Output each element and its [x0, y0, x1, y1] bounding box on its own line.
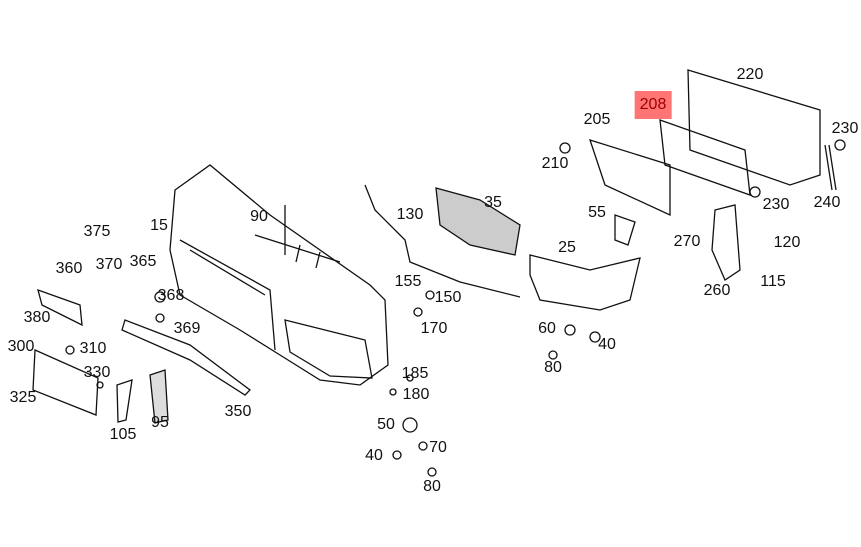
bracket-350	[121, 319, 251, 396]
part-label[interactable]: 150	[434, 289, 462, 306]
part-label[interactable]: 80	[423, 478, 441, 495]
trim-105	[116, 379, 133, 423]
part-label[interactable]: 368	[157, 287, 185, 304]
part-label-highlighted[interactable]: 208	[634, 91, 672, 119]
plate-300	[32, 349, 99, 416]
part-label[interactable]: 130	[396, 206, 424, 223]
part-55	[614, 214, 636, 246]
fasteners	[65, 139, 846, 477]
part-label[interactable]: 310	[79, 340, 107, 357]
rod-130	[364, 184, 521, 298]
part-label[interactable]: 15	[150, 217, 168, 234]
part-label[interactable]: 35	[484, 194, 502, 211]
part-label[interactable]: 365	[129, 253, 157, 270]
part-label[interactable]: 370	[95, 256, 123, 273]
carrier-220	[687, 69, 821, 186]
bumper-cover-15	[169, 164, 389, 386]
part-label[interactable]: 205	[583, 111, 611, 128]
part-label[interactable]: 180	[402, 386, 430, 403]
wiring-harness-90	[254, 205, 341, 269]
part-label[interactable]: 60	[538, 320, 556, 337]
part-label[interactable]: 380	[23, 309, 51, 326]
part-label[interactable]: 230	[762, 196, 790, 213]
part-label[interactable]: 55	[588, 204, 606, 221]
part-label[interactable]: 155	[394, 273, 422, 290]
grille-35	[435, 187, 521, 256]
lamp-95	[149, 369, 169, 424]
part-label[interactable]: 220	[736, 66, 764, 83]
part-label[interactable]: 210	[541, 155, 569, 172]
part-label[interactable]: 360	[55, 260, 83, 277]
part-label[interactable]: 330	[83, 364, 111, 381]
bracket-260	[711, 204, 741, 281]
bracket-380	[37, 288, 83, 327]
part-label[interactable]: 230	[831, 120, 859, 137]
part-label[interactable]: 325	[9, 389, 37, 406]
part-label[interactable]: 115	[760, 273, 786, 290]
part-label[interactable]: 120	[773, 234, 801, 251]
part-label[interactable]: 185	[401, 365, 429, 382]
part-label[interactable]: 40	[598, 336, 616, 353]
part-label[interactable]: 50	[377, 416, 395, 433]
part-label[interactable]: 70	[429, 439, 447, 456]
part-label[interactable]: 369	[173, 320, 201, 337]
part-label[interactable]: 300	[7, 338, 35, 355]
part-label[interactable]: 105	[109, 426, 137, 443]
part-label[interactable]: 375	[83, 223, 111, 240]
part-label[interactable]: 90	[250, 208, 268, 225]
part-label[interactable]: 95	[151, 414, 169, 431]
bracket-208	[659, 119, 751, 196]
part-label[interactable]: 260	[703, 282, 731, 299]
part-label[interactable]: 240	[813, 194, 841, 211]
part-label[interactable]: 80	[544, 359, 562, 376]
bracket-205	[588, 139, 671, 217]
part-label[interactable]: 350	[224, 403, 252, 420]
part-label[interactable]: 25	[558, 239, 576, 256]
part-label[interactable]: 40	[365, 447, 383, 464]
part-label[interactable]: 170	[420, 320, 448, 337]
strip-240	[824, 144, 837, 191]
grille-25	[529, 254, 641, 311]
part-label[interactable]: 270	[673, 233, 701, 250]
